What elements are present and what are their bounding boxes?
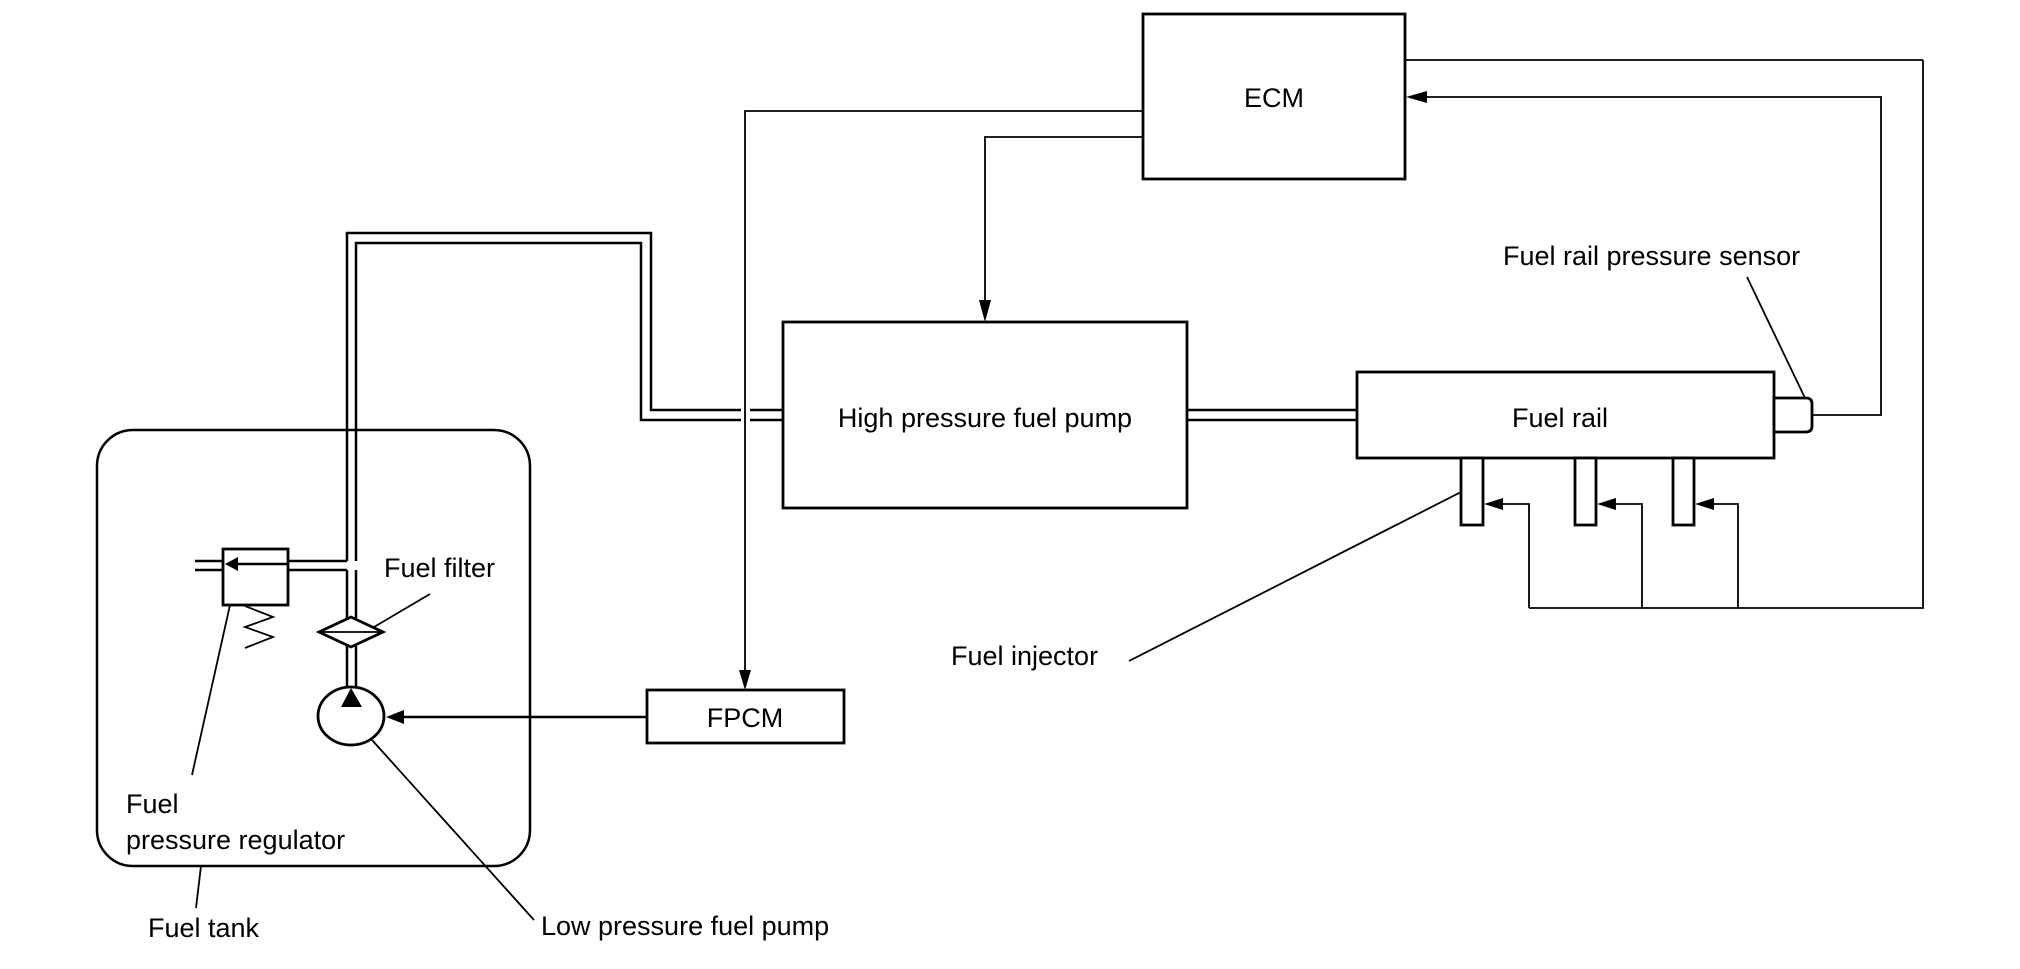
- fuel-filter: [315, 615, 387, 649]
- fuel-pressure-regulator-label-line1: Fuel: [126, 789, 179, 819]
- hpfp-label: High pressure fuel pump: [838, 403, 1132, 433]
- tank-leader: [195, 865, 202, 909]
- fuel-injector-1: [1459, 456, 1485, 527]
- fuel-rail-pressure-sensor-label: Fuel rail pressure sensor: [1503, 241, 1800, 271]
- fuel-pressure-regulator: [195, 547, 290, 649]
- high-pressure-fuel-pump: High pressure fuel pump: [781, 320, 1189, 510]
- ecm-input-arrow: [1406, 91, 1427, 103]
- injector-leader: [1128, 491, 1462, 662]
- fuel-rail: Fuel rail: [1355, 370, 1776, 460]
- fuel-injector-2: [1573, 456, 1598, 527]
- pump-signal-arrow: [386, 710, 404, 724]
- regulator-leader: [191, 604, 231, 776]
- pump-direction-arrow: [341, 688, 362, 707]
- low-pressure-fuel-line: [288, 231, 783, 688]
- fuel-rail-pressure-sensor: [1772, 396, 1814, 434]
- fuel-pressure-regulator-label-line2: pressure regulator: [126, 825, 345, 855]
- pump-leader: [371, 739, 535, 921]
- fuel-injector-label: Fuel injector: [951, 641, 1098, 671]
- fuel-injector-3: [1671, 456, 1696, 527]
- fuel-tank: [95, 428, 532, 868]
- low-pressure-fuel-pump: [316, 685, 386, 747]
- ecm-to-pump-signal: [984, 136, 1143, 305]
- regulator-spring-icon: [242, 605, 276, 649]
- fpcm-signal-arrow: [739, 670, 751, 690]
- fuel-injectors: [1459, 456, 1696, 527]
- ecm-to-fpcm-signal: [744, 110, 1143, 672]
- regulator-flow-arrow: [225, 557, 238, 571]
- sensor-leader: [1746, 276, 1806, 399]
- fuel-tank-label: Fuel tank: [148, 913, 260, 943]
- filter-leader: [373, 593, 431, 628]
- high-pressure-fuel-line: [1187, 408, 1357, 422]
- hpfp-signal-arrow: [979, 300, 991, 322]
- fuel-rail-label: Fuel rail: [1512, 403, 1608, 433]
- ecm-block: ECM: [1141, 12, 1407, 181]
- fpcm-block: FPCM: [645, 688, 846, 745]
- injector-drive-signals: [1405, 59, 1924, 609]
- fuel-filter-label: Fuel filter: [384, 553, 495, 583]
- fpcm-label: FPCM: [707, 703, 784, 733]
- ecm-label: ECM: [1244, 83, 1304, 113]
- low-pressure-fuel-pump-label: Low pressure fuel pump: [541, 911, 829, 941]
- sensor-to-ecm-signal: [1425, 96, 1882, 416]
